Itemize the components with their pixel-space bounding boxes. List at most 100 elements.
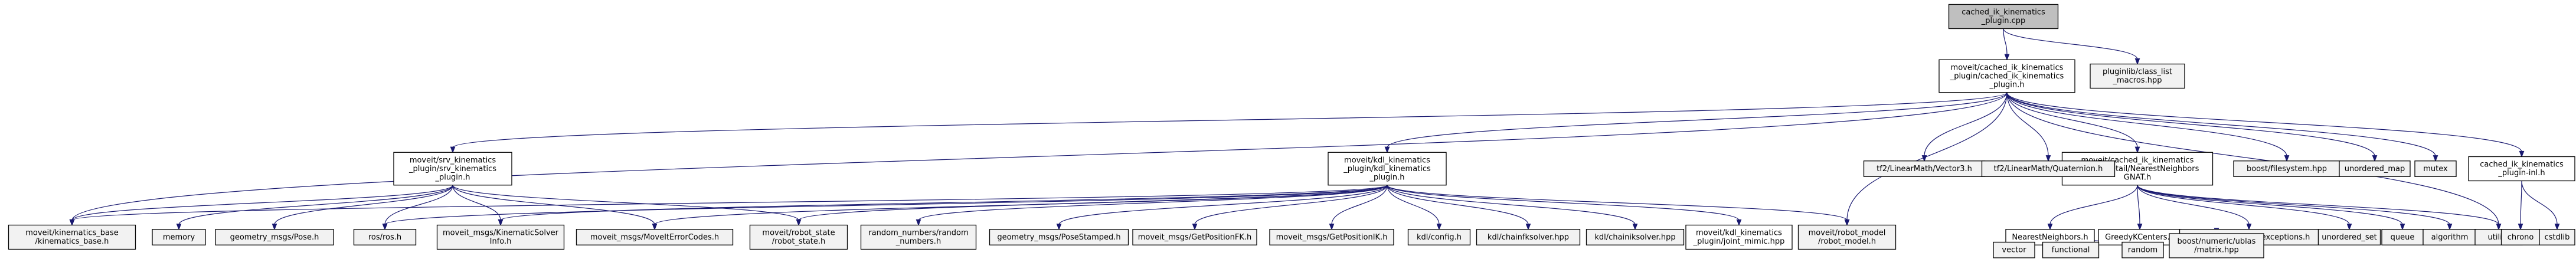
edge-arrowhead [2047,224,2053,231]
node-vector3: tf2/LinearMath/Vector3.h [1863,160,1986,177]
edge-cikp_h-to-vector3 [1921,92,2008,162]
edge-arrowhead [1736,219,1742,227]
edge-cikp_h-to-robot_model [1844,92,2008,227]
node-box [1685,224,1793,250]
node-box [2414,160,2457,177]
node-algorithm: algorithm [2423,229,2477,245]
node-label-line: tf2/LinearMath/Vector3.h [1877,165,1972,173]
edge-kdl_plugin-to-ksi [498,185,1388,227]
node-box [2423,229,2477,245]
edge-kdl_plugin-to-getfk [1192,185,1388,231]
node-label-line: _plugin.cpp [1981,17,2026,25]
edge-kdl_plugin-to-ros_h [382,185,1388,231]
edge-cikp_h-to-srv_plugin [450,92,2008,153]
node-ros-h: ros/ros.h [353,229,417,245]
node-label-line: /kinematics_base.h [35,237,109,246]
node-chainik: kdl/chainiksolver.hpp [1586,229,1685,245]
node-label-line: functional [2052,246,2090,255]
node-vector: vector [1993,241,2035,258]
edge-arrowhead [1056,224,1062,231]
node-label-line: kdl/chainfksolver.hpp [1488,233,1569,242]
edge-srv_plugin-to-kin_base [69,185,453,227]
edge-cikp_inl-to-cstdlib [2521,181,2560,231]
node-box [215,229,334,245]
edge-arrowhead [1844,219,1850,227]
edge-arrowhead [2372,155,2378,162]
node-boost-matrix: boost/numeric/ublas/matrix.hpp [2169,233,2264,258]
node-getfk: moveit_msgs/GetPositionFK.h [1132,229,1257,245]
edge-srv_plugin-to-memory [176,185,453,231]
node-cstdlib: cstdlib [2539,229,2575,245]
node-label-line: cached_ik_kinematics [1962,8,2045,17]
edge-root-to-class_list_macros [2003,28,2140,65]
node-label-line: moveit_msgs/MoveItErrorCodes.h [590,233,719,242]
edge-arrowhead [2346,224,2352,231]
node-box [1938,59,2075,93]
edge-arrowhead [498,219,504,227]
edge-kdl_plugin-to-joint_mimic [1387,185,1742,227]
node-label-line: cached_ik_kinematics [2480,160,2564,169]
node-functional: functional [2042,241,2100,258]
nodes-layer: cached_ik_kinematics_plugin.cppmoveit/ca… [8,4,2575,258]
node-label-line: memory [163,233,195,242]
edge-arrowhead [2137,224,2143,231]
node-random: random [2121,241,2164,258]
edge-cikp_h-to-cikp_inl [2006,92,2525,158]
node-cikp-inl[interactable]: cached_ik_kinematics_plugin-inl.h [2468,156,2575,182]
node-box [8,224,136,250]
node-label-line: _plugin/kdl_kinematics [1343,165,1431,173]
node-cikp-h[interactable]: moveit/cached_ik_kinematics_plugin/cache… [1938,59,2075,93]
node-label-line: /matrix.hpp [2194,246,2239,255]
node-box [2339,160,2411,177]
node-label-line: kdl/chainiksolver.hpp [1594,233,1675,242]
edge-arrowhead [2246,224,2252,231]
node-unordered-set: unordered_set [2317,229,2381,245]
edge-cikp_h-to-boost_fs [2006,92,2290,162]
node-label-line: GreedyKCenters.h [2105,233,2175,242]
edges-layer [69,28,2560,245]
node-label-line: geometry_msgs/Pose.h [230,233,319,242]
node-box [2169,233,2264,258]
node-label-line: kdl/config.h [1417,233,1462,242]
node-box [393,152,512,186]
edge-arrowhead [382,224,388,231]
node-kdl-config: kdl/config.h [1407,229,1471,245]
node-joint-mimic[interactable]: moveit/kdl_kinematics_plugin/joint_mimic… [1685,224,1793,250]
node-root[interactable]: cached_ik_kinematics_plugin.cpp [1948,4,2059,29]
node-label-line: algorithm [2431,233,2469,242]
edge-srv_plugin-to-robot_state [452,185,802,227]
node-box [2090,63,2185,89]
node-label-line: chrono [2508,233,2534,242]
node-box [2468,156,2575,182]
edge-root-to-cikp_h [2003,28,2010,61]
edge-kdl_plugin-to-chainik [1387,185,1638,231]
edge-kdl_plugin-to-kin_base [69,185,1388,227]
edge-arrowhead [1921,155,1927,162]
node-srv-plugin[interactable]: moveit/srv_kinematics_plugin/srv_kinemat… [393,152,512,186]
edge-nn_gnat-to-nn_h [2047,185,2138,231]
node-box [2042,241,2100,258]
node-box [1948,4,2059,29]
node-label-line: boost/filesystem.hpp [2247,165,2327,173]
node-queue: queue [2381,229,2424,245]
node-getik: moveit_msgs/GetPositionIK.h [1269,229,1394,245]
edge-arrowhead [2496,224,2502,231]
node-rand-nums: random_numbers/random_numbers.h [860,224,977,250]
node-label-line: queue [2391,233,2415,242]
node-label-line: moveit/kdl_kinematics [1344,156,1430,165]
node-kdl-plugin[interactable]: moveit/kdl_kinematics_plugin/kdl_kinemat… [1328,152,1447,186]
node-box [436,224,565,250]
node-boost-fs: boost/filesystem.hpp [2233,160,2340,177]
node-box [1476,229,1581,245]
edge-arrowhead [1192,224,1198,231]
node-box [989,229,1129,245]
edge-arrowhead [2518,224,2523,231]
edge-arrowhead [1384,146,1390,153]
edge-arrowhead [176,224,182,231]
node-mutex: mutex [2414,160,2457,177]
node-box [1981,160,2116,177]
node-label-line: pluginlib/class_list [2103,68,2172,77]
node-box [2317,229,2381,245]
edge-arrowhead [916,219,921,227]
edge-cikp_h-to-nn_gnat [2006,92,2140,153]
